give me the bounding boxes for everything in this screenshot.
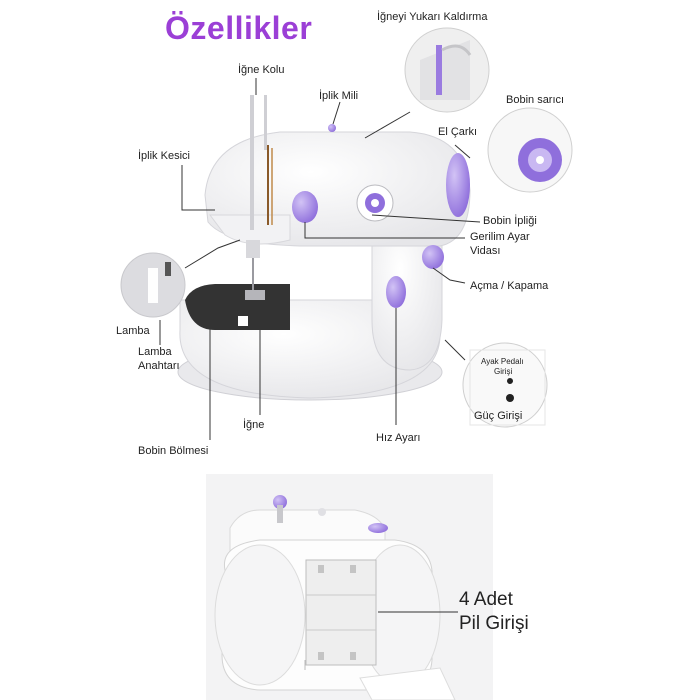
- label-bobbin-compartment: Bobin Bölmesi: [138, 445, 209, 457]
- inset-needle-raise: [404, 27, 490, 113]
- label-foot-pedal-line2: Girişi: [494, 367, 513, 376]
- page-title: Özellikler: [165, 10, 313, 46]
- inset-bobbin-winder: [487, 107, 573, 193]
- label-needle: İğne: [243, 419, 265, 431]
- label-power-input: Güç Girişi: [474, 410, 523, 422]
- label-needle-arm: İğne Kolu: [238, 64, 285, 76]
- label-battery-line2: Pil Girişi: [459, 613, 529, 634]
- inset-foot-pedal-port: [462, 342, 548, 428]
- inset-lamp: [120, 252, 186, 318]
- label-needle-raise: İğneyi Yukarı Kaldırma: [377, 11, 488, 23]
- leader-lines: [159, 78, 481, 440]
- label-on-off: Açma / Kapama: [470, 280, 549, 292]
- label-lamp-switch-line2: Anahtarı: [138, 360, 180, 372]
- label-lamp: Lamba: [116, 325, 150, 337]
- label-thread-spindle: İplik Mili: [319, 90, 359, 102]
- battery-compartment-photo: [206, 474, 493, 700]
- label-tension-line1: Gerilim Ayar: [470, 231, 530, 243]
- label-tension-line2: Vidası: [470, 245, 501, 257]
- label-battery-line1: 4 Adet: [459, 589, 513, 610]
- label-thread-cutter: İplik Kesici: [138, 150, 190, 162]
- label-hand-wheel: El Çarkı: [438, 126, 478, 138]
- label-speed: Hız Ayarı: [376, 432, 421, 444]
- label-lamp-switch-line1: Lamba: [138, 346, 172, 358]
- label-bobbin-thread: Bobin İpliği: [483, 215, 537, 227]
- machine-illustration: [177, 95, 471, 401]
- label-foot-pedal-line1: Ayak Pedalı: [481, 357, 524, 366]
- label-bobbin-winder: Bobin sarıcı: [506, 94, 565, 106]
